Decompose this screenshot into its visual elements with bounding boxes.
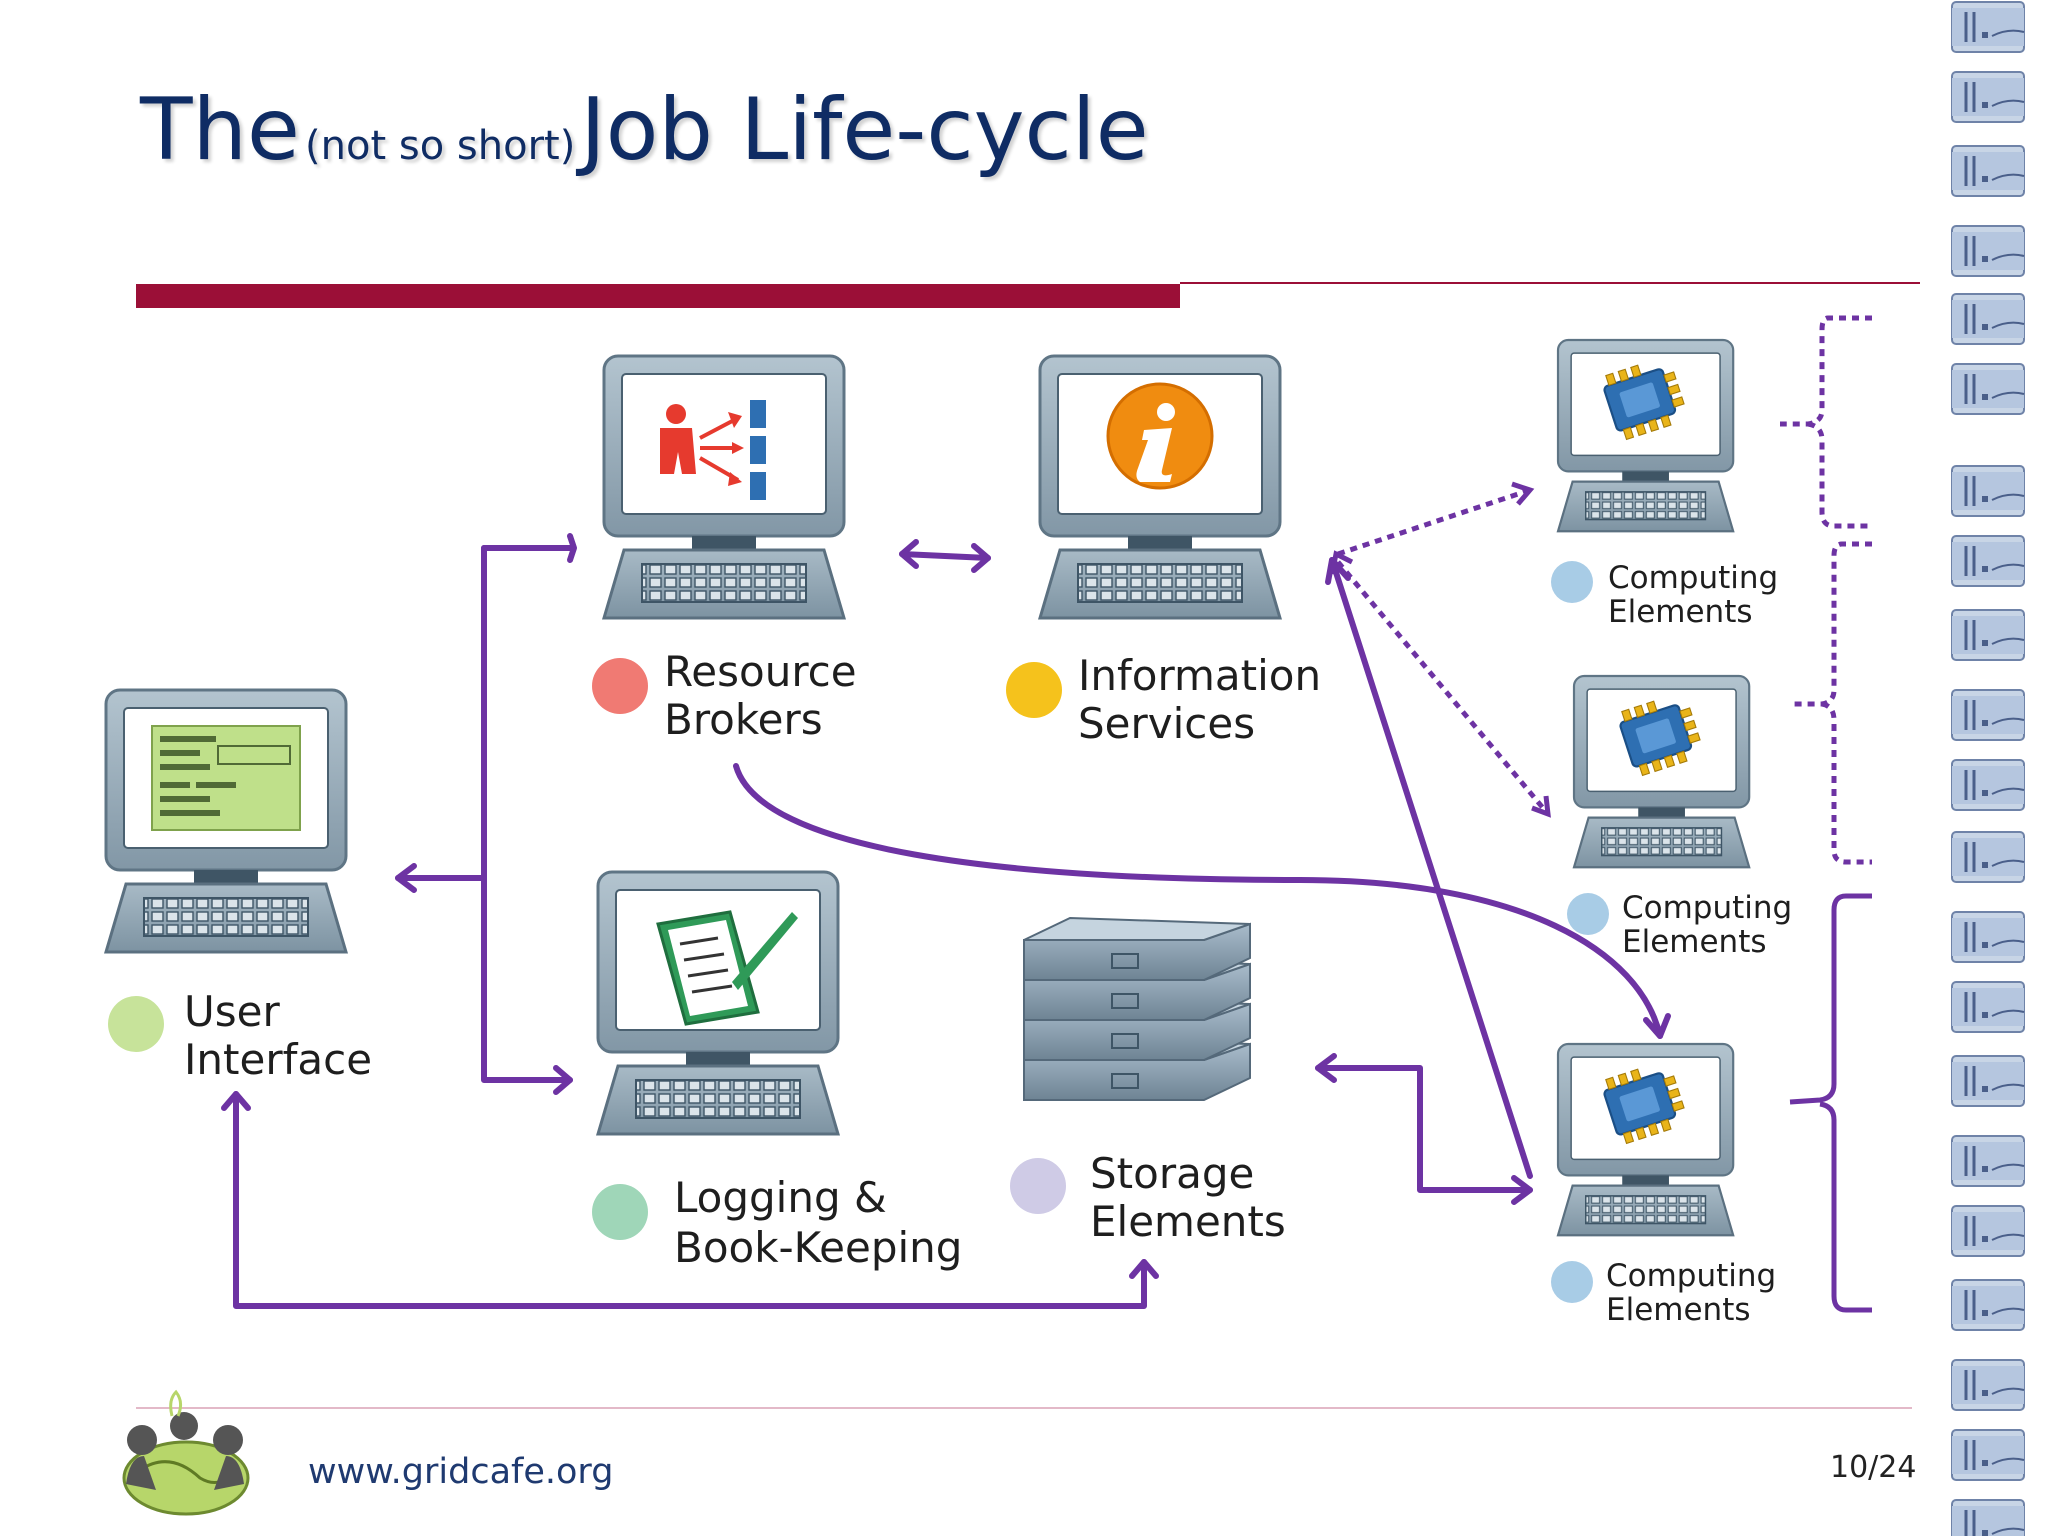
lb-label-1: Logging & bbox=[674, 1173, 887, 1222]
solid-bracket bbox=[1789, 893, 1872, 1313]
se-label-1: Storage bbox=[1090, 1149, 1254, 1198]
ce1-label-2: Elements bbox=[1608, 594, 1753, 630]
ui-label-1: User bbox=[184, 987, 280, 1036]
logging-computer bbox=[596, 870, 840, 1136]
resource-broker-computer bbox=[602, 354, 846, 620]
ce2-label-2: Elements bbox=[1622, 924, 1767, 960]
lb-label-2: Book-Keeping bbox=[674, 1223, 962, 1272]
computing-element-2 bbox=[1572, 674, 1751, 869]
title-part2: Job Life-cycle bbox=[580, 80, 1149, 180]
arrow-loop-ui-storage bbox=[233, 1091, 1147, 1309]
dotted-arrows bbox=[1336, 487, 1550, 816]
gridcafe-logo bbox=[122, 1389, 250, 1516]
ce1-label-1: Computing bbox=[1608, 560, 1778, 596]
title-part1: The bbox=[140, 80, 300, 180]
ce1-dot bbox=[1551, 561, 1593, 603]
arrow-rb-to-ce3 bbox=[733, 763, 1663, 1039]
server-rack-icon bbox=[1950, 0, 2026, 1536]
title-aside: (not so short) bbox=[305, 123, 576, 169]
is-label-1: Information bbox=[1078, 651, 1321, 700]
node-labels: User Interface Resource Brokers Informat… bbox=[184, 560, 1792, 1328]
is-label-2: Services bbox=[1078, 699, 1255, 748]
arrow-ui-to-logging bbox=[481, 545, 573, 1083]
page-number: 10/24 bbox=[1830, 1450, 1917, 1485]
computing-element-1 bbox=[1556, 338, 1735, 533]
lb-dot bbox=[592, 1184, 648, 1240]
arrow-rb-is bbox=[899, 551, 991, 561]
resource-broker-icon bbox=[660, 400, 766, 500]
dotted-bracket bbox=[1780, 315, 1872, 865]
storage-stack-icon bbox=[1023, 916, 1251, 1101]
user-interface-computer bbox=[104, 688, 348, 954]
ce2-dot bbox=[1567, 893, 1609, 935]
ui-label-2: Interface bbox=[184, 1035, 372, 1084]
is-dot bbox=[1006, 662, 1062, 718]
arrow-storage-ce3 bbox=[1315, 1065, 1533, 1193]
rb-label-2: Brokers bbox=[664, 695, 823, 744]
arrows bbox=[221, 533, 1671, 1309]
footer-url[interactable]: www.gridcafe.org bbox=[308, 1452, 614, 1492]
computing-element-3 bbox=[1556, 1042, 1735, 1237]
se-dot bbox=[1010, 1158, 1066, 1214]
user-interface-screen-icon bbox=[151, 725, 301, 831]
se-label-2: Elements bbox=[1090, 1197, 1286, 1246]
ce3-label-1: Computing bbox=[1606, 1258, 1776, 1294]
rb-dot bbox=[592, 658, 648, 714]
accent-bar bbox=[136, 284, 1180, 308]
information-services-computer bbox=[1038, 354, 1282, 620]
ce3-dot bbox=[1551, 1261, 1593, 1303]
arrow-is-ce3 bbox=[1329, 557, 1533, 1179]
ce3-label-2: Elements bbox=[1606, 1292, 1751, 1328]
ui-dot bbox=[108, 996, 164, 1052]
clipboard-icon bbox=[656, 910, 798, 1026]
rb-label-1: Resource bbox=[664, 647, 857, 696]
info-icon bbox=[1106, 382, 1214, 490]
ce2-label-1: Computing bbox=[1622, 890, 1792, 926]
page-title: The (not so short) Job Life-cycle bbox=[140, 80, 1149, 180]
